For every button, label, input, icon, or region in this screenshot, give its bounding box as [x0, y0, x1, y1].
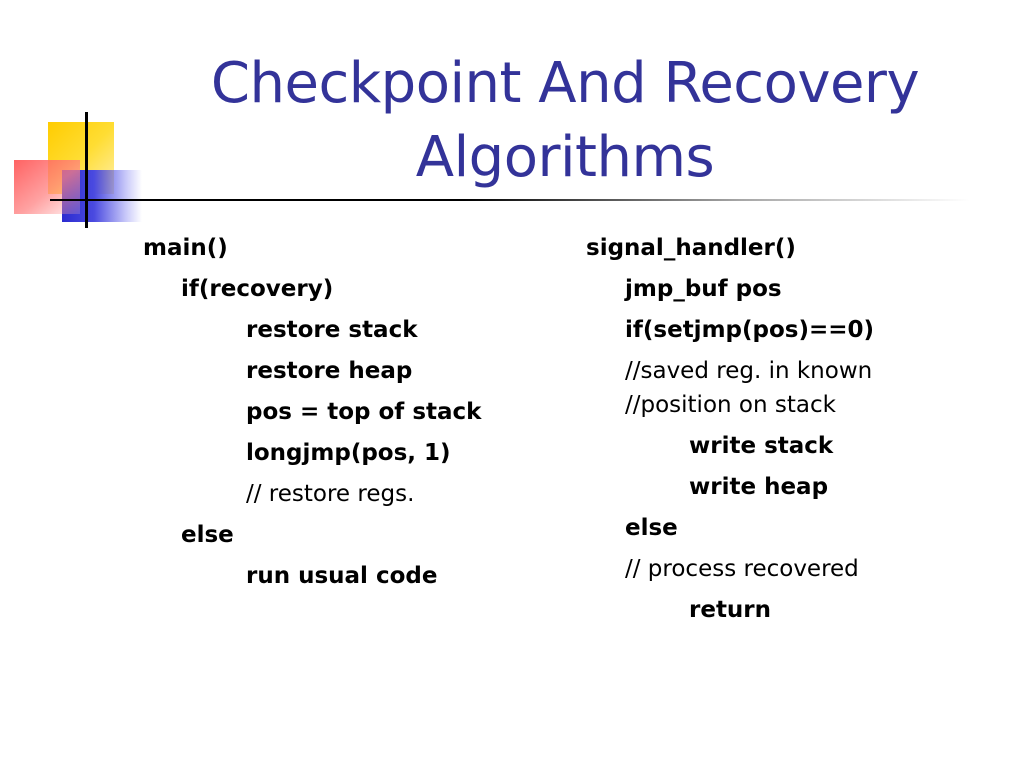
code-line: write stack [689, 433, 834, 459]
code-comment: // restore regs. [246, 481, 415, 507]
slide-title-line-1: Checkpoint And Recovery [210, 51, 920, 116]
code-line: longjmp(pos, 1) [246, 440, 451, 466]
code-line: write heap [689, 474, 829, 500]
code-line: main() [143, 235, 228, 261]
title-divider-line [50, 199, 970, 201]
code-line: restore heap [246, 358, 413, 384]
code-line: if(setjmp(pos)==0) [625, 317, 875, 343]
code-line: if(recovery) [181, 276, 334, 302]
code-line: signal_handler() [586, 235, 796, 261]
code-line: else [181, 522, 234, 548]
red-square-decoration [14, 160, 80, 214]
code-line: else [625, 515, 678, 541]
code-comment: //saved reg. in known [625, 358, 873, 384]
code-line: return [689, 597, 772, 623]
code-line: pos = top of stack [246, 399, 482, 425]
code-line: jmp_buf pos [625, 276, 782, 302]
code-comment: //position on stack [625, 392, 836, 418]
code-comment: // process recovered [625, 556, 859, 582]
vertical-line-decoration [85, 112, 88, 228]
code-line: run usual code [246, 563, 438, 589]
code-line: restore stack [246, 317, 418, 343]
slide-title-line-2: Algorithms [415, 125, 715, 190]
